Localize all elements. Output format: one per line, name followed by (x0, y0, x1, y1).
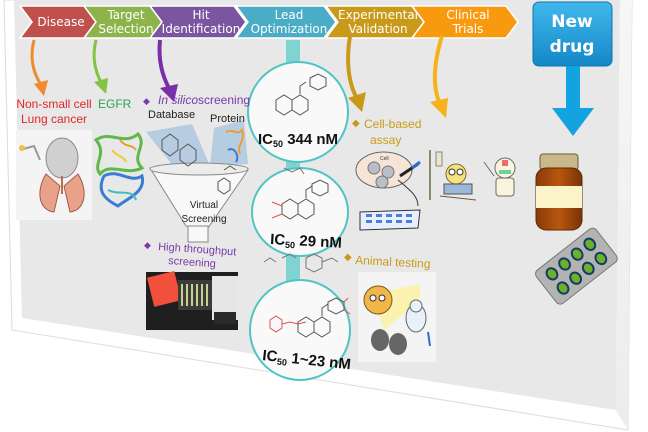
in-silico-italic: In silico (158, 93, 198, 107)
new-drug-arrow-icon (552, 66, 594, 136)
chevron-label-target-selection-line1: Target (106, 8, 144, 22)
new-drug-label-line2: drug (550, 37, 595, 57)
chevron-label-hit-identification-line2: Identification (162, 22, 241, 36)
lead-compound-3 (249, 279, 351, 381)
animal-testing-label: Animal testing (355, 253, 431, 271)
cell-assay-illustration (355, 151, 421, 231)
clinical-down-arrow-icon (430, 35, 448, 118)
pill-blister-pack-icon (535, 227, 618, 305)
animal-testing-illustration (358, 272, 436, 362)
animal-bullet-icon: ◆ (344, 252, 352, 263)
in-silico-rest: screening (198, 93, 250, 107)
chevron-label-lead-optimization-line1: Lead (275, 8, 304, 22)
disease-label-line2: Lung cancer (21, 112, 87, 126)
chevron-shape (148, 5, 247, 39)
medicine-bottle-icon (535, 153, 583, 231)
hts-bullet-icon: ◆ (144, 240, 151, 250)
validation-down-arrow-icon (346, 35, 366, 112)
target-label: EGFR (98, 97, 132, 111)
virtual-label-line1: Virtual (190, 200, 218, 211)
chevron-label-disease-line1: Disease (37, 15, 84, 29)
chevron-label-experimental-validation-line2: Validation (348, 22, 407, 36)
chevron-shape (234, 5, 337, 39)
chevron-disease: Disease (18, 5, 97, 39)
in-silico-screening-label: In silicoscreening (158, 93, 250, 107)
hit-down-arrow-icon (157, 39, 178, 102)
chevron-label-lead-optimization-line2: Optimization (251, 22, 328, 36)
cell-dish-label: Cell (380, 156, 389, 162)
new-drug-box: New drug (532, 1, 613, 67)
virtual-label-line2: Screening (181, 214, 226, 225)
disease-label-line1: Non-small cell (16, 97, 91, 111)
disease-down-arrow-icon (30, 39, 48, 96)
ic50-label-3: IC50 1~23 nM (261, 347, 351, 374)
chevron-shape (410, 5, 519, 39)
high-throughput-screening-photo (146, 271, 238, 330)
virtual-screening-funnel-icon (146, 120, 249, 243)
target-down-arrow-icon (92, 39, 108, 94)
chevron-label-clinical-trials-line1: Clinical (446, 8, 489, 22)
new-drug-label-line1: New (551, 12, 593, 32)
cell-assay-label-line1: Cell-based (364, 117, 421, 131)
chevron-label-clinical-trials-line2: Trials (452, 22, 484, 36)
egfr-protein-illustration (93, 131, 145, 208)
protein-label: Protein (210, 113, 245, 125)
lead-compound-1 (247, 61, 349, 163)
chevron-label-experimental-validation-line1: Experimental (338, 8, 418, 22)
chevron-label-hit-identification-line1: Hit (192, 8, 209, 22)
chevron-label-target-selection-line2: Selection (98, 22, 153, 36)
panel-edge-shade (616, 0, 632, 430)
side-chain-fragments (263, 167, 339, 273)
hit-bullet-icon: ◆ (143, 96, 150, 106)
ic50-label-1: IC50 344 nM (258, 131, 338, 149)
cell-assay-bullet-icon: ◆ (352, 118, 360, 129)
database-label: Database (148, 109, 195, 121)
hts-label-line2: screening (168, 255, 216, 270)
cell-assay-label-line2: assay (370, 133, 401, 147)
clinical-trials-illustration (429, 150, 516, 201)
lung-cancer-illustration (16, 130, 92, 220)
hts-label-line1: High throughput (158, 241, 237, 258)
ic50-label-2: IC50 29 nM (270, 231, 343, 253)
